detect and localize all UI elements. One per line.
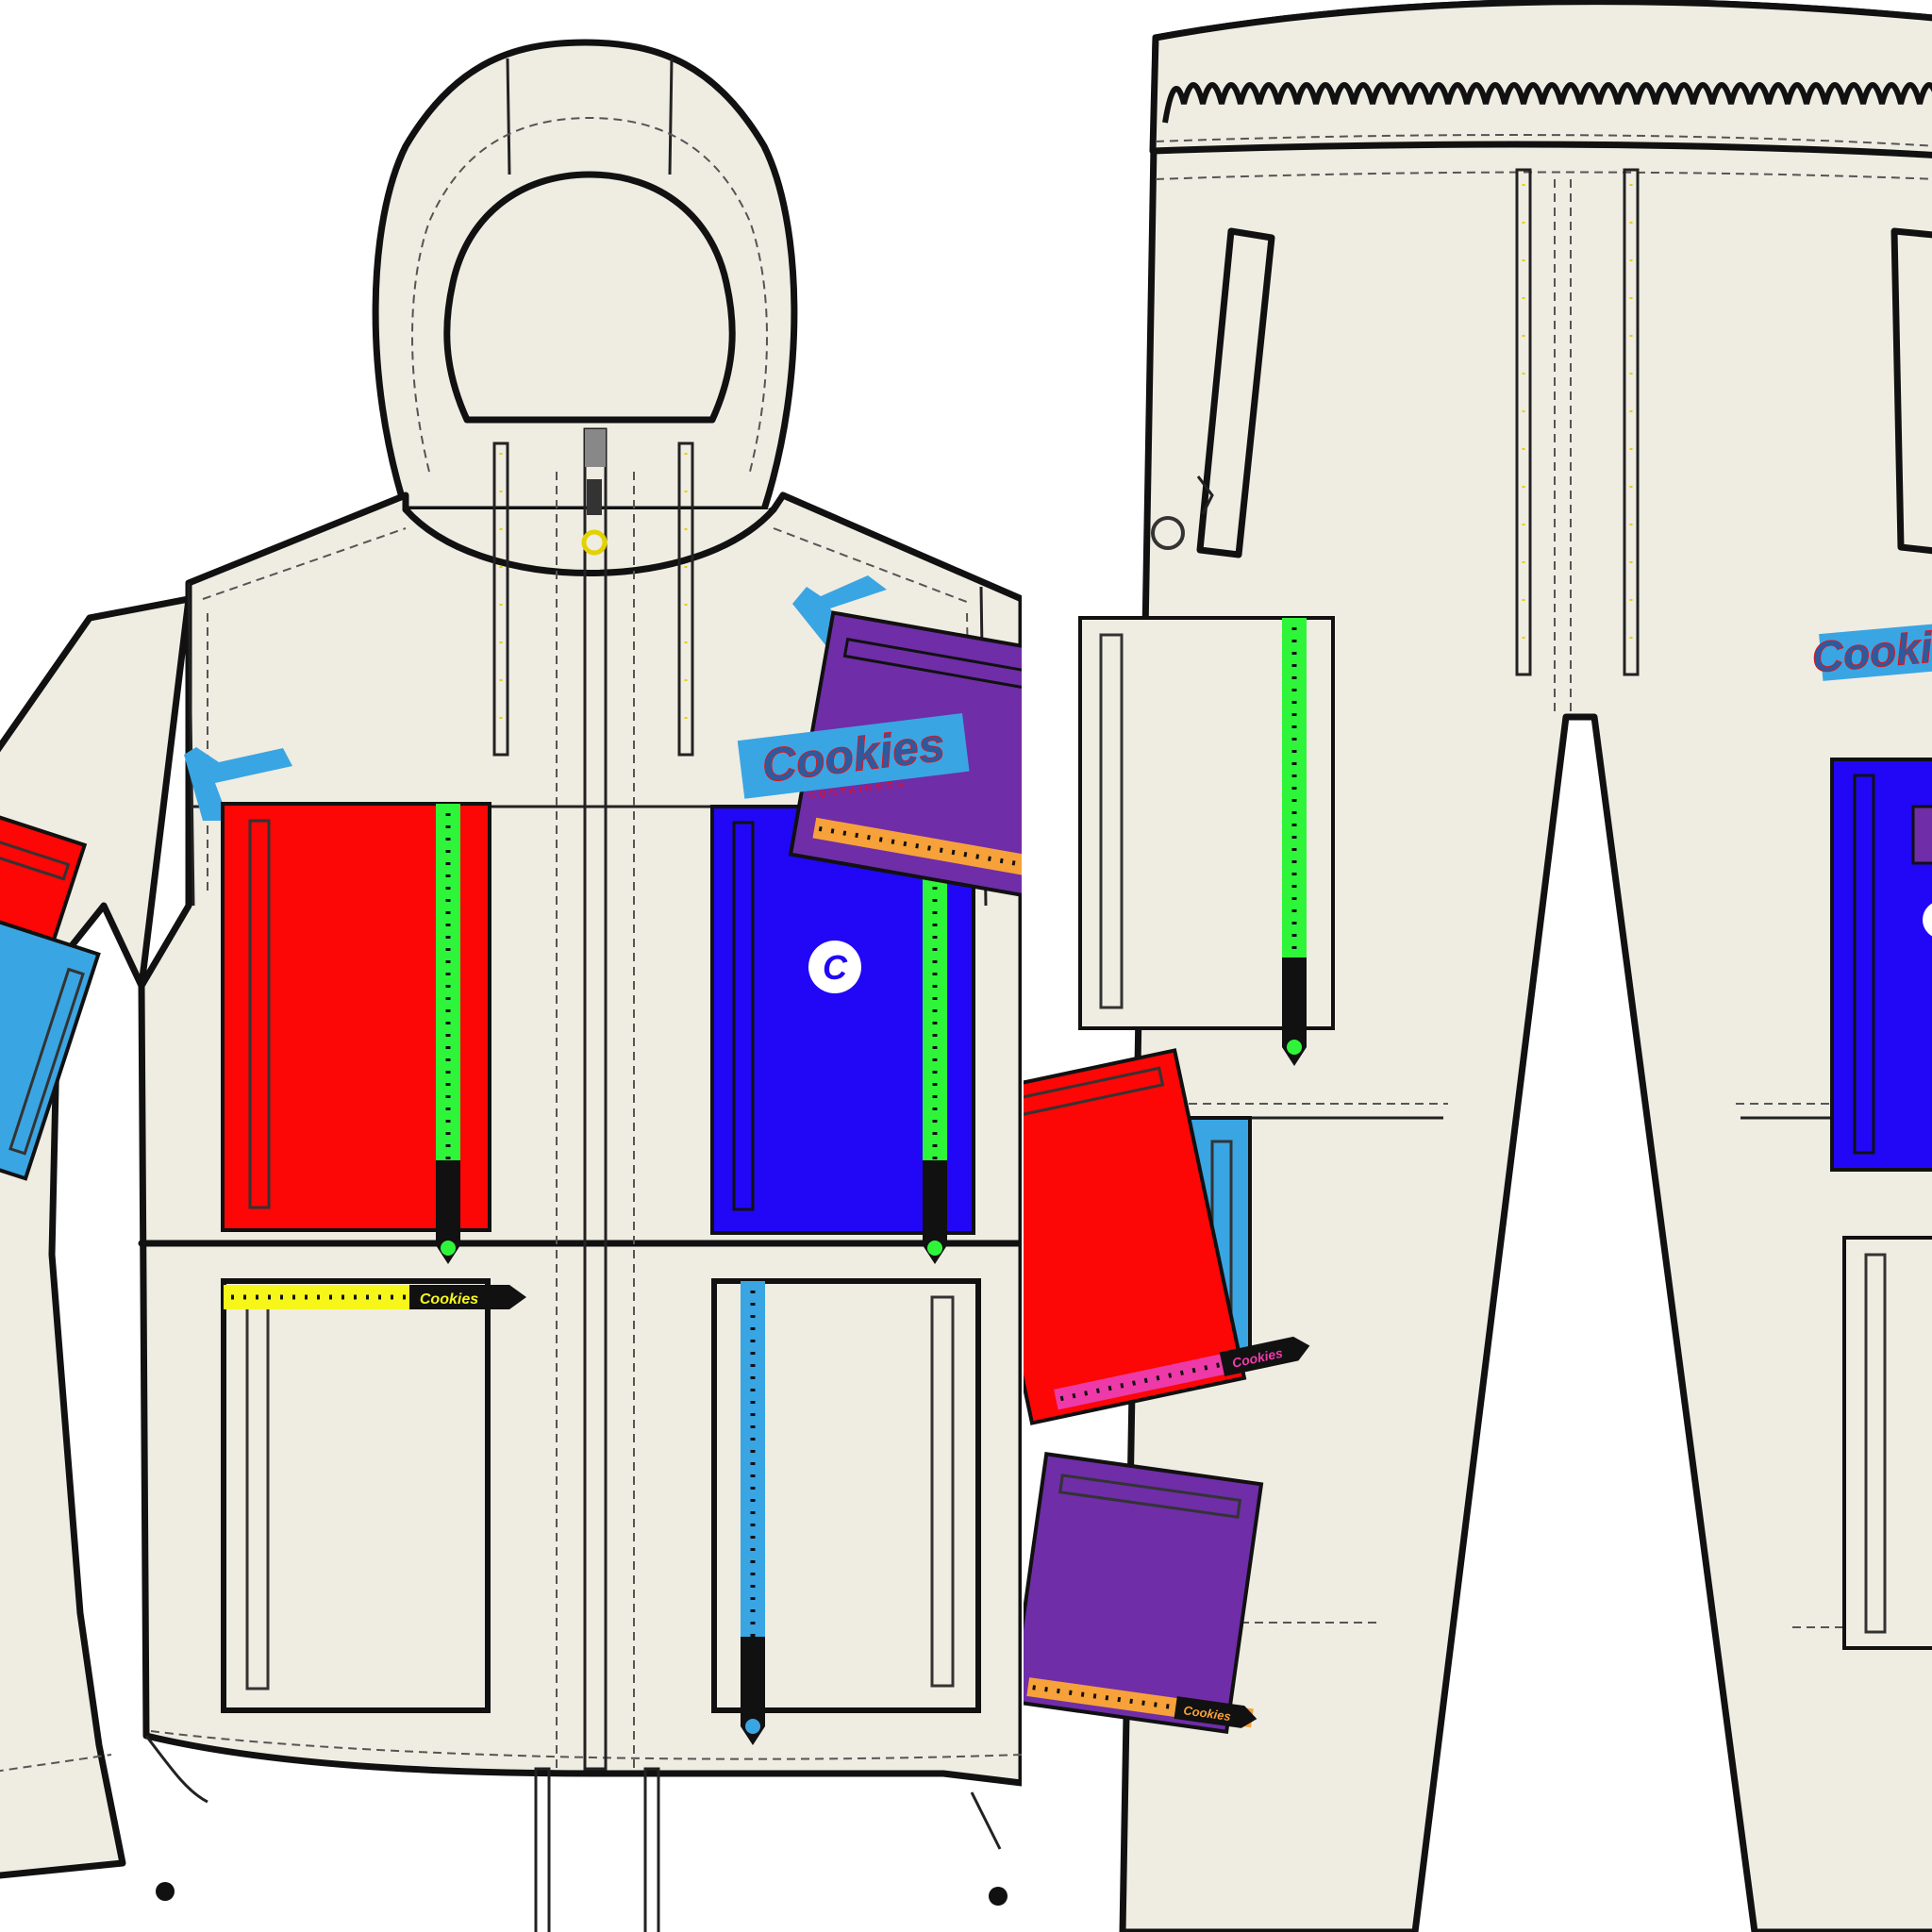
waistband-elastic — [1162, 82, 1932, 124]
zipper-top-stop — [585, 429, 606, 467]
lower-pocket-left: Cookies — [221, 1278, 526, 1713]
pants-panel: Cookies Cookies Cookies — [1024, 0, 1932, 1932]
panel-divider — [1022, 0, 1025, 1932]
zipper-pull-label: Cookies — [1183, 1703, 1232, 1724]
zipper-pull-label: Cookies — [420, 1291, 478, 1307]
logo-wordmark: Cookies — [1810, 618, 1932, 681]
hood-drawcord-left — [492, 441, 509, 757]
side-zip-pocket — [1196, 227, 1275, 558]
yoke-stitch — [202, 527, 973, 897]
fly-stitch — [1554, 179, 1572, 717]
hood-stitch — [411, 116, 768, 473]
knee-pocket-red: Cookies — [1024, 1048, 1310, 1425]
cookies-logo-pants: Cookies — [1809, 618, 1932, 682]
chest-pocket-red — [221, 802, 491, 1264]
zipper-ring-icon — [581, 529, 608, 556]
zipper-slider-icon — [587, 479, 602, 515]
hood-drawcord-right — [677, 441, 694, 757]
lower-pocket-right — [711, 1278, 981, 1745]
shin-pocket-purple: Cookies — [1024, 1452, 1264, 1735]
sleeve-cuff-stitch — [0, 1754, 112, 1773]
side-zip-pocket-right — [1890, 227, 1932, 555]
pants-drawstring-left — [1515, 168, 1532, 676]
jacket-panel: C Cookies CONTAINERS — [0, 39, 1022, 1932]
waistband-stitch — [1155, 134, 1932, 180]
hood-panel-seam — [506, 58, 674, 175]
zip-pull-loop — [1196, 475, 1214, 515]
pants-waistband — [1149, 0, 1932, 158]
hood-opening — [443, 171, 736, 424]
hem-drawcord — [144, 1735, 1008, 1932]
jacket-collar — [402, 506, 777, 576]
zip-pull-icon — [1151, 516, 1185, 550]
tape-strip-right — [792, 575, 887, 651]
tape-strip-left — [184, 747, 292, 821]
placket-stitch — [556, 472, 635, 1769]
knee-pocket-cream-right — [1842, 1236, 1932, 1650]
badge-letter: C — [823, 948, 848, 987]
thigh-pocket-cream — [1078, 616, 1335, 1066]
pants-drawstring-right — [1623, 168, 1640, 676]
sleeve-pocket-sky — [0, 916, 101, 1181]
cookies-badge-icon — [808, 941, 861, 993]
thigh-pocket-blue — [1830, 758, 1932, 1172]
